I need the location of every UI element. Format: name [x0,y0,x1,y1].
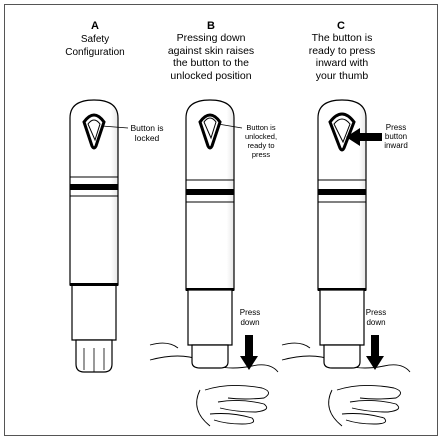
panel-c-press-label: Press down [365,308,387,327]
band-b [186,189,234,195]
panel-b-caption: Pressing down against skin raises the bu… [167,32,255,82]
pen-a [69,99,129,373]
press-down-arrow-c [366,335,384,370]
panel-a-caption: Safety Configuration [65,34,125,58]
panel-c-letter: C [337,20,345,32]
panel-b-press-label: Press down [239,308,261,327]
press-down-arrow-b [240,335,258,370]
pen-b [185,99,258,370]
band-c [318,189,366,195]
press-inward-arrow-c [346,128,382,146]
panel-c-caption: The button is ready to press inward with… [308,32,376,82]
panel-c-callout: Press button inward [384,123,408,150]
panel-a-letter: A [91,20,99,32]
pen-c [317,99,384,370]
panel-b-callout: Button is unlocked, ready to press [244,123,278,159]
panel-a-callout: Button is locked [130,123,164,143]
band-a [70,184,118,190]
panel-b-letter: B [207,20,215,32]
